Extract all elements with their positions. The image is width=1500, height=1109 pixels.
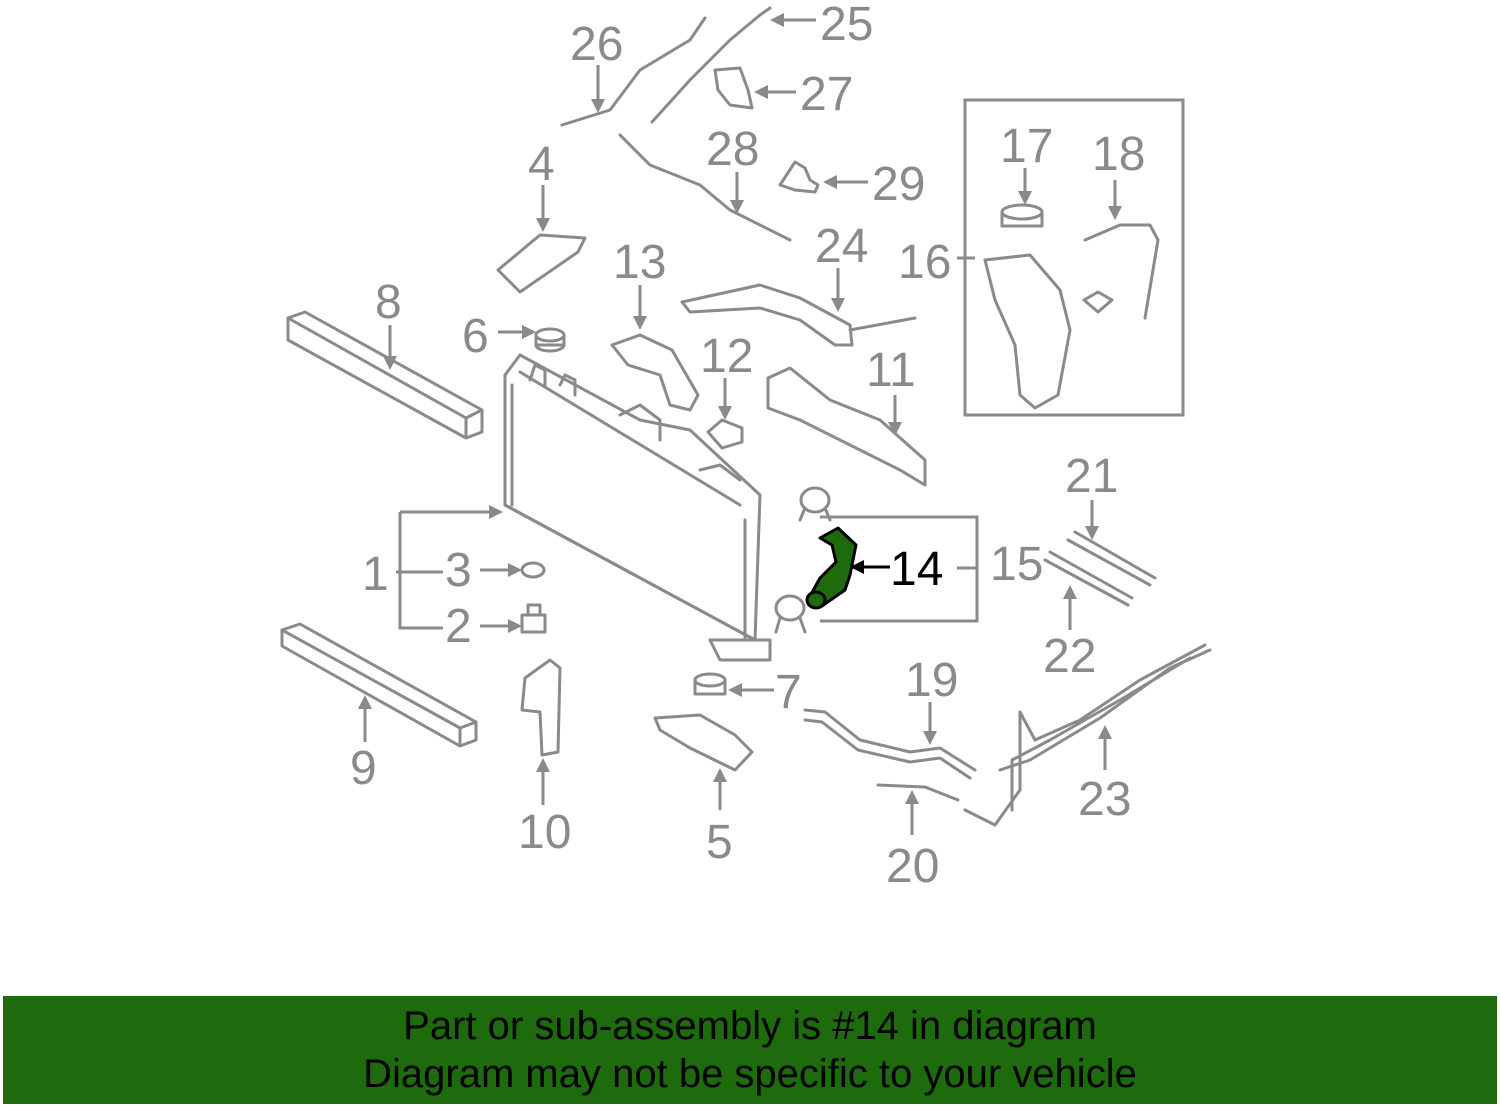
callout-27: 27 bbox=[800, 68, 853, 121]
callout-6: 6 bbox=[462, 310, 489, 363]
callout-25: 25 bbox=[820, 0, 873, 51]
banner-line-2: Diagram may not be specific to your vehi… bbox=[363, 1052, 1137, 1096]
callout-7: 7 bbox=[775, 666, 802, 719]
callout-12: 12 bbox=[700, 330, 753, 383]
part-22-rod bbox=[1043, 558, 1130, 607]
callout-10: 10 bbox=[518, 806, 571, 859]
part-7-cushion bbox=[693, 672, 727, 696]
callout-23: 23 bbox=[1078, 773, 1131, 826]
callout-13: 13 bbox=[613, 236, 666, 289]
callout-9: 9 bbox=[350, 742, 377, 795]
part-15-clamp-bottom bbox=[774, 594, 807, 634]
callout-29: 29 bbox=[872, 158, 925, 211]
banner-line-1: Part or sub-assembly is #14 in diagram bbox=[403, 1004, 1097, 1048]
part-3-ring bbox=[520, 561, 546, 579]
radiator bbox=[503, 353, 772, 662]
callout-16: 16 bbox=[898, 236, 951, 289]
callout-3: 3 bbox=[445, 544, 472, 597]
part-10-guide bbox=[520, 658, 562, 757]
info-banner: Part or sub-assembly is #14 in diagram D… bbox=[3, 996, 1497, 1104]
part-24-pipe bbox=[680, 283, 854, 347]
callout-15: 15 bbox=[990, 538, 1043, 591]
part-15-clamp-top bbox=[798, 486, 832, 522]
part-20-pipe bbox=[876, 783, 960, 802]
callout-22: 22 bbox=[1043, 630, 1096, 683]
parts-diagram: 1 2 3 4 5 6 7 8 9 10 11 12 13 14 15 16 1… bbox=[280, 0, 1212, 893]
callout-26: 26 bbox=[570, 18, 623, 71]
callout-2: 2 bbox=[445, 600, 472, 653]
callout-leaders bbox=[358, 13, 1122, 835]
part-16-reservoir bbox=[983, 253, 1072, 410]
callout-labels: 1 2 3 4 5 6 7 8 9 10 11 12 13 14 15 16 1… bbox=[350, 0, 1145, 893]
part-25-hose bbox=[650, 6, 772, 124]
callout-14: 14 bbox=[890, 543, 943, 596]
part-11-shroud bbox=[766, 366, 927, 487]
part-12-cap bbox=[706, 418, 744, 450]
part-29-hose bbox=[778, 160, 820, 194]
part-21-rod bbox=[1066, 538, 1152, 587]
part-8-bar bbox=[286, 310, 484, 440]
reservoir-bolt bbox=[1082, 290, 1114, 314]
callout-1: 1 bbox=[362, 548, 389, 601]
callout-11: 11 bbox=[866, 344, 916, 397]
part-17-cap bbox=[1000, 203, 1044, 228]
callout-19: 19 bbox=[905, 654, 958, 707]
callout-24: 24 bbox=[815, 220, 868, 273]
part-27-bracket bbox=[713, 66, 754, 110]
part-2-bushing bbox=[520, 603, 547, 634]
callout-20: 20 bbox=[886, 840, 939, 893]
callout-21: 21 bbox=[1065, 450, 1118, 503]
part-6-cushion bbox=[534, 327, 566, 353]
callout-28: 28 bbox=[706, 123, 759, 176]
part-13-hose bbox=[610, 333, 700, 412]
callout-8: 8 bbox=[375, 276, 402, 329]
part-26-hose bbox=[560, 16, 707, 127]
part-23-pipes bbox=[963, 643, 1212, 827]
part-19-pipe bbox=[803, 708, 977, 772]
callout-17: 17 bbox=[1000, 120, 1053, 173]
callout-18: 18 bbox=[1092, 128, 1145, 181]
callout-4: 4 bbox=[528, 138, 555, 191]
callout-5: 5 bbox=[706, 816, 733, 869]
part-28-rod bbox=[618, 133, 792, 242]
part-18-hose bbox=[1083, 223, 1160, 320]
part-5-bracket bbox=[653, 713, 754, 772]
part-4-bracket bbox=[496, 233, 587, 294]
